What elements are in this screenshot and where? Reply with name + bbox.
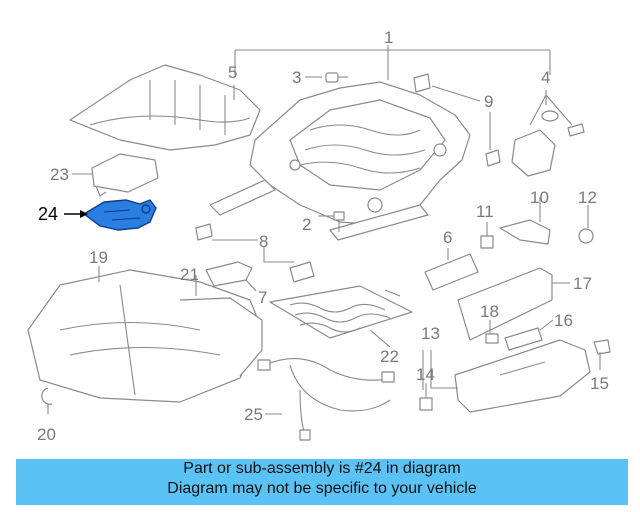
callout-22: 22 [380, 347, 399, 366]
callout-4: 4 [541, 68, 550, 87]
callout-19: 19 [89, 248, 108, 267]
part-21-cushion-pad[interactable] [179, 297, 263, 377]
part-6-trim[interactable] [424, 253, 479, 291]
part-22-heater-mat[interactable] [269, 285, 413, 339]
callout-2: 2 [302, 215, 311, 234]
part-1-seat-frame[interactable] [209, 81, 471, 241]
part-17-side-shield[interactable] [457, 267, 553, 341]
parts-diagram: 1 2 3 4 5 6 7 8 9 10 11 12 13 14 15 16 1… [27, 28, 611, 444]
info-banner: Part or sub-assembly is #24 in diagram D… [16, 459, 628, 505]
part-18-screw[interactable] [485, 333, 499, 344]
part-7-cover[interactable] [205, 261, 253, 287]
callout-14: 14 [416, 365, 435, 384]
callout-16: 16 [554, 311, 573, 330]
arrow-head-24-icon [80, 210, 88, 218]
part-15-clip[interactable] [593, 339, 611, 355]
part-5-spring-mat[interactable] [69, 64, 261, 151]
callout-5: 5 [228, 63, 237, 82]
part-20-ring[interactable] [41, 387, 53, 405]
part-25-wire-harness[interactable] [257, 358, 396, 441]
callout-12: 12 [578, 188, 597, 207]
part-11-nut[interactable] [480, 235, 494, 249]
callout-21: 21 [180, 265, 199, 284]
part-23-module[interactable] [91, 153, 159, 197]
callout-23: 23 [50, 165, 69, 184]
callout-20: 20 [37, 425, 56, 444]
callout-10: 10 [530, 188, 549, 207]
part-24-highlighted-bracket[interactable] [83, 199, 157, 231]
callout-15: 15 [590, 374, 609, 393]
part-10-bracket[interactable] [499, 219, 551, 245]
part-8-clip[interactable] [195, 223, 315, 283]
callout-11: 11 [476, 202, 494, 221]
banner-line-2: Diagram may not be specific to your vehi… [167, 480, 477, 497]
callout-17: 17 [573, 274, 592, 293]
callout-3: 3 [292, 68, 301, 87]
part-14-clip[interactable] [419, 397, 433, 411]
part-16-switch[interactable] [504, 327, 543, 351]
part-9-clip[interactable] [413, 73, 501, 167]
banner-line-1: Part or sub-assembly is #24 in diagram [183, 460, 461, 477]
callout-6: 6 [443, 228, 452, 247]
callout-1: 1 [384, 28, 393, 47]
part-12-screw[interactable] [578, 228, 594, 244]
callout-25: 25 [244, 405, 263, 424]
callout-9: 9 [484, 92, 493, 111]
callout-18: 18 [480, 302, 499, 321]
callout-13: 13 [421, 324, 440, 343]
callout-8: 8 [259, 232, 268, 251]
callout-24: 24 [38, 204, 58, 224]
callout-7: 7 [258, 288, 267, 307]
part-3-bolt[interactable] [325, 72, 348, 83]
part-13-shield[interactable] [454, 339, 591, 413]
part-4-knob[interactable] [511, 110, 585, 177]
